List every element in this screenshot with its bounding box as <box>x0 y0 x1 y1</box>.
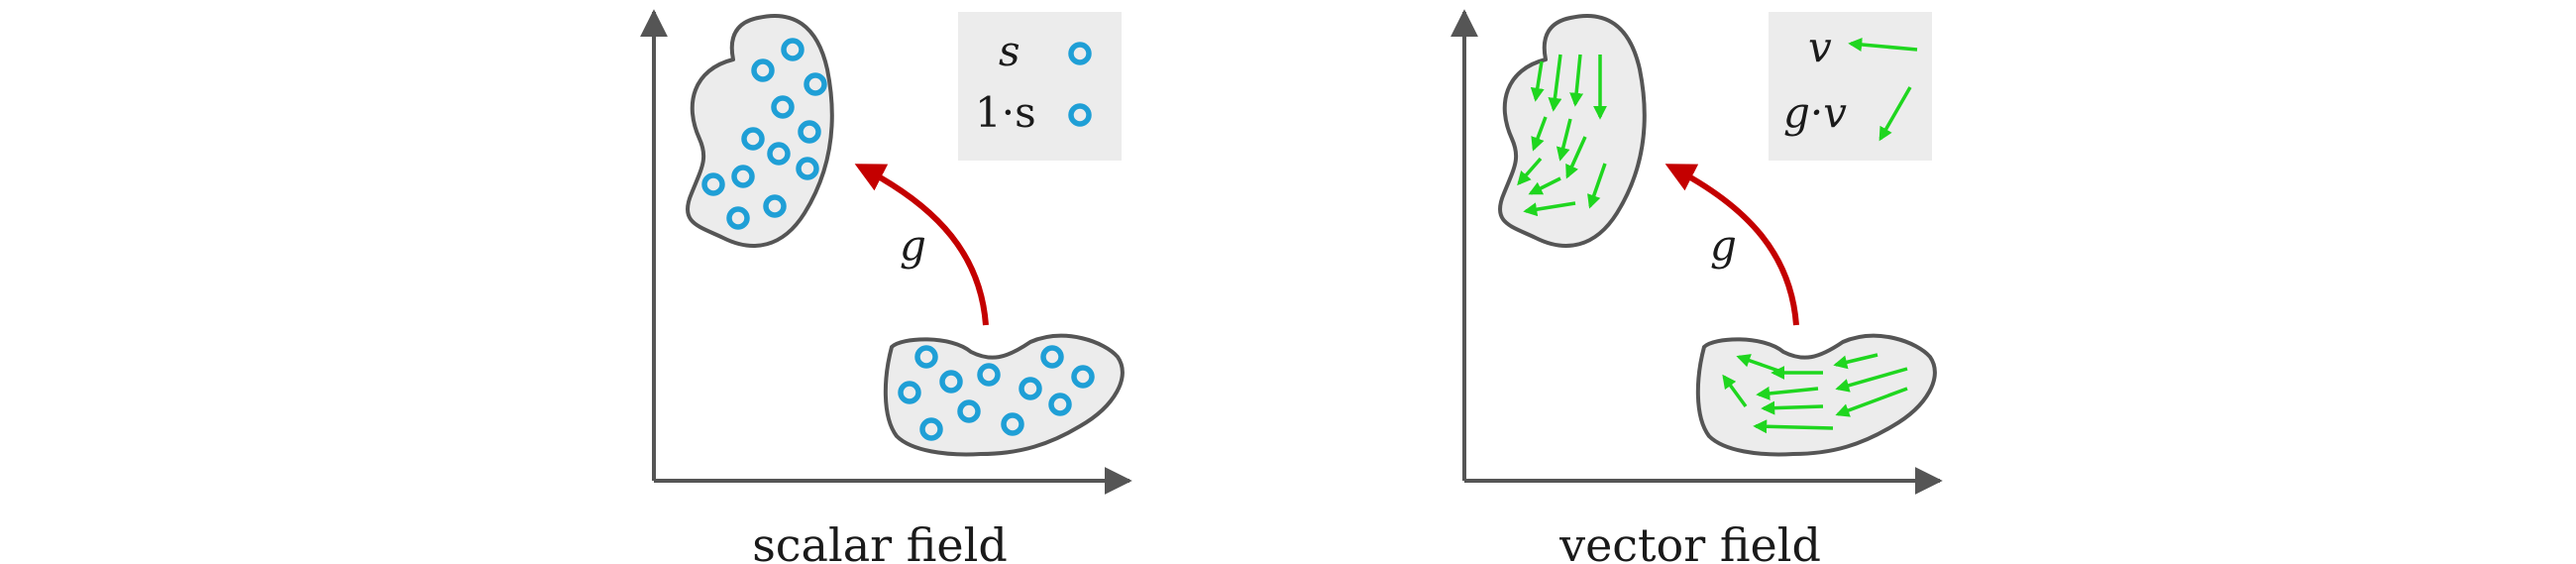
vector-arrow <box>1722 374 1748 408</box>
vector-arrow <box>1530 60 1545 102</box>
transformed-vectors <box>1517 54 1607 217</box>
scalar-point <box>914 345 938 369</box>
scalar-point <box>1019 377 1042 400</box>
legend-label-v: v <box>1808 23 1832 71</box>
panel-caption: scalar field <box>752 518 1008 564</box>
scalar-point <box>767 142 791 166</box>
vector-arrow <box>1517 157 1543 186</box>
legend-marker-v <box>1848 38 1918 52</box>
transform-arrow <box>854 164 989 326</box>
transform-label: g <box>1710 221 1737 270</box>
legend-label-gv: g·v <box>1783 88 1847 137</box>
scalar-point <box>781 38 805 61</box>
panel-caption: vector field <box>1558 518 1821 564</box>
scalar-point <box>763 194 787 218</box>
vector-arrow <box>1523 201 1576 217</box>
legend-marker-1s <box>1068 103 1092 127</box>
vector-arrow <box>1556 118 1572 162</box>
vector-arrow <box>1528 176 1561 195</box>
legend-box <box>1769 12 1932 161</box>
scalar-point <box>804 72 827 96</box>
scalar-point <box>919 417 943 441</box>
original-region <box>883 333 1125 457</box>
transform-arrow <box>1664 164 1799 326</box>
transform-label: g <box>900 221 926 270</box>
vector-arrow <box>1587 163 1607 209</box>
scalar-field-panel: g s 1·s scalar field <box>640 9 1132 564</box>
vector-arrow <box>1548 54 1562 112</box>
vector-arrow <box>1835 387 1908 417</box>
vector-arrow <box>1835 367 1908 393</box>
vector-arrow <box>1569 54 1584 107</box>
original-scalar-points <box>898 345 1095 441</box>
original-region <box>1695 333 1937 457</box>
transformed-scalar-points <box>701 38 827 230</box>
scalar-point <box>751 58 775 82</box>
legend-marker-gv <box>1878 86 1912 142</box>
legend-label-1s: 1·s <box>975 88 1036 137</box>
vector-arrow <box>1756 386 1819 400</box>
scalar-point <box>771 95 795 119</box>
scalar-point <box>796 157 819 180</box>
vector-arrow <box>1833 353 1878 370</box>
scalar-legend: s 1·s <box>958 12 1122 161</box>
transformed-region <box>1497 13 1647 248</box>
scalar-point <box>701 172 725 196</box>
vector-legend: v g·v <box>1769 12 1932 161</box>
scalar-point <box>1048 393 1072 416</box>
legend-marker-s <box>1068 42 1092 65</box>
vector-arrow <box>1565 136 1587 179</box>
scalar-point <box>741 127 765 151</box>
scalar-point <box>898 381 921 404</box>
scalar-point <box>957 399 981 423</box>
scalar-point <box>977 363 1001 387</box>
vector-field-panel: g v g·v vector field <box>1450 9 1943 564</box>
legend-label-s: s <box>999 27 1020 75</box>
scalar-point <box>1040 345 1064 369</box>
scalar-point <box>1071 365 1095 389</box>
vector-arrow <box>1531 116 1548 152</box>
vector-arrow <box>1753 419 1834 434</box>
scalar-point <box>726 206 750 230</box>
scalar-point <box>798 120 821 144</box>
original-vectors <box>1722 353 1908 434</box>
scalar-point <box>731 165 755 188</box>
scalar-point <box>939 370 963 394</box>
scalar-point <box>1001 412 1024 436</box>
legend-box <box>958 12 1122 161</box>
vector-arrow <box>1761 400 1824 415</box>
